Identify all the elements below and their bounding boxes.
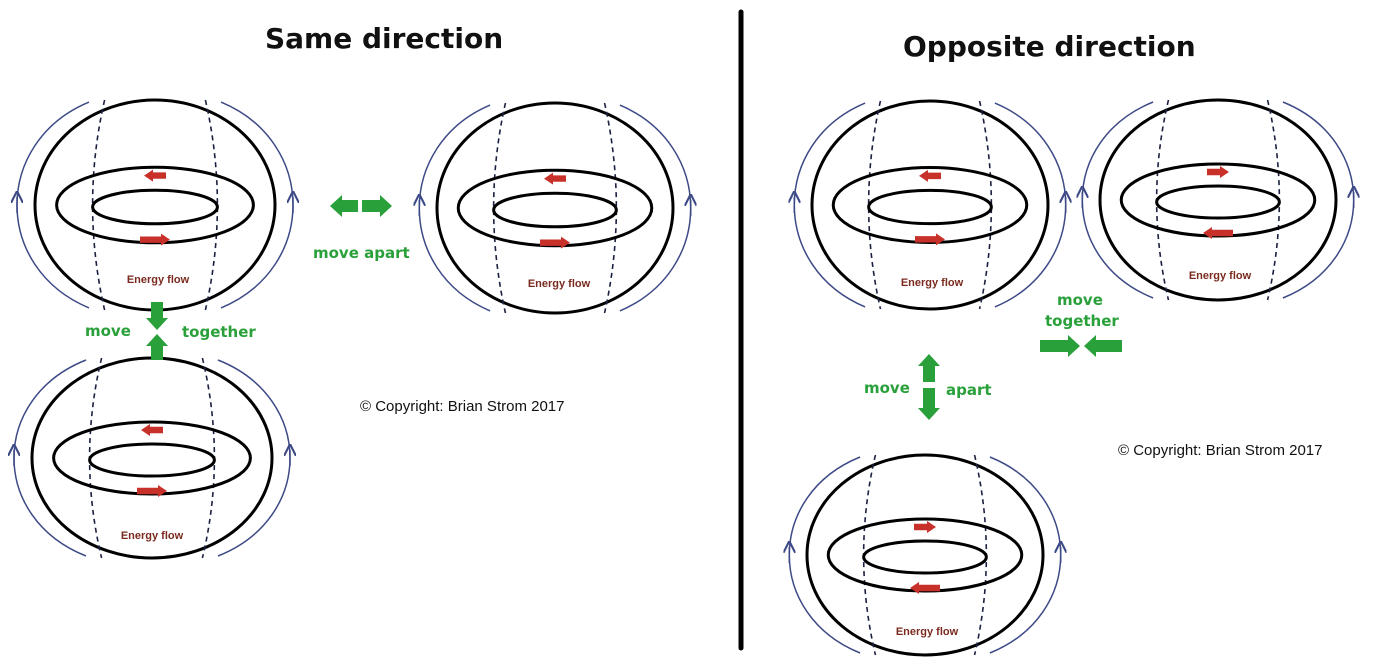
- energy-flow-label: Energy flow: [126, 274, 190, 286]
- torus-inner-hole: [88, 442, 216, 478]
- field-line: [989, 456, 1062, 654]
- field-line: [217, 359, 291, 557]
- flow-arrow-bottom: [540, 236, 570, 249]
- energy-flow-label: Energy flow: [900, 277, 964, 289]
- flow-arrow-top: [144, 169, 166, 182]
- flow-arrow-top: [919, 169, 941, 182]
- field-line: [220, 101, 294, 309]
- energy-flow-label: Energy flow: [895, 626, 959, 638]
- torus-inner-hole: [1155, 184, 1281, 220]
- motion-arrow-apart-left: [330, 195, 358, 217]
- field-line: [994, 102, 1067, 308]
- sphere-outline: [1098, 98, 1338, 302]
- sphere-outline: [435, 101, 675, 315]
- flow-arrow-top: [141, 424, 163, 436]
- torus-same-top-right: [418, 101, 692, 315]
- torus-inner-hole: [91, 188, 219, 226]
- apart-label: apart: [946, 381, 992, 399]
- sphere-outline: [805, 453, 1045, 657]
- move-label: move: [1057, 291, 1103, 309]
- torus-opposite-top-right: [1081, 98, 1355, 302]
- field-line: [418, 104, 491, 312]
- torus-inner-hole: [867, 188, 993, 226]
- copyright-notice: © Copyright: Brian Strom 2017: [360, 398, 565, 415]
- field-line: [619, 104, 692, 312]
- together-label: together: [1045, 312, 1119, 330]
- move-apart-label: move apart: [313, 244, 410, 262]
- title-same-direction: Same direction: [265, 22, 504, 55]
- motion-arrow-apart-up: [918, 354, 940, 382]
- flow-arrow-top: [544, 172, 566, 185]
- sphere-outline: [30, 356, 274, 560]
- together-label: together: [182, 323, 256, 341]
- field-line: [13, 359, 87, 557]
- flow-arrow-top: [1207, 166, 1229, 178]
- move-label: move: [864, 379, 910, 397]
- tori-layer: [13, 98, 1355, 657]
- flow-arrow-top: [914, 521, 936, 533]
- flow-arrow-bottom: [140, 233, 170, 246]
- field-line: [793, 102, 866, 308]
- flow-arrow-bottom: [910, 582, 940, 594]
- torus-opposite-bottom: [788, 453, 1062, 657]
- torus-inner-hole: [862, 539, 988, 575]
- move-label: move: [85, 322, 131, 340]
- motion-arrows-layer: [146, 195, 1122, 420]
- field-line: [16, 101, 90, 309]
- motion-arrow-together-down: [146, 302, 168, 330]
- energy-flow-label: Energy flow: [120, 530, 184, 542]
- copyright-notice: © Copyright: Brian Strom 2017: [1118, 442, 1323, 459]
- title-opposite-direction: Opposite direction: [903, 30, 1196, 63]
- flow-arrow-bottom: [1203, 227, 1233, 239]
- flow-arrow-bottom: [915, 233, 945, 246]
- motion-arrow-together-right: [1040, 335, 1080, 357]
- torus-same-bottom-left: [13, 356, 291, 560]
- energy-flow-label: Energy flow: [527, 278, 591, 290]
- field-line: [788, 456, 861, 654]
- motion-arrow-apart-down: [918, 388, 940, 420]
- dashed-meridian: [978, 100, 993, 310]
- motion-arrow-together-up: [146, 334, 168, 360]
- motion-arrow-apart-right: [362, 195, 392, 217]
- flow-arrow-bottom: [137, 485, 167, 497]
- torus-inner-hole: [492, 191, 618, 229]
- motion-arrow-together-left: [1084, 335, 1122, 357]
- field-line: [1081, 101, 1154, 299]
- dashed-meridian: [867, 100, 882, 310]
- energy-flow-label: Energy flow: [1188, 270, 1252, 282]
- sphere-outline: [810, 99, 1050, 311]
- field-line: [1282, 101, 1355, 299]
- torus-opposite-top-left: [793, 99, 1067, 311]
